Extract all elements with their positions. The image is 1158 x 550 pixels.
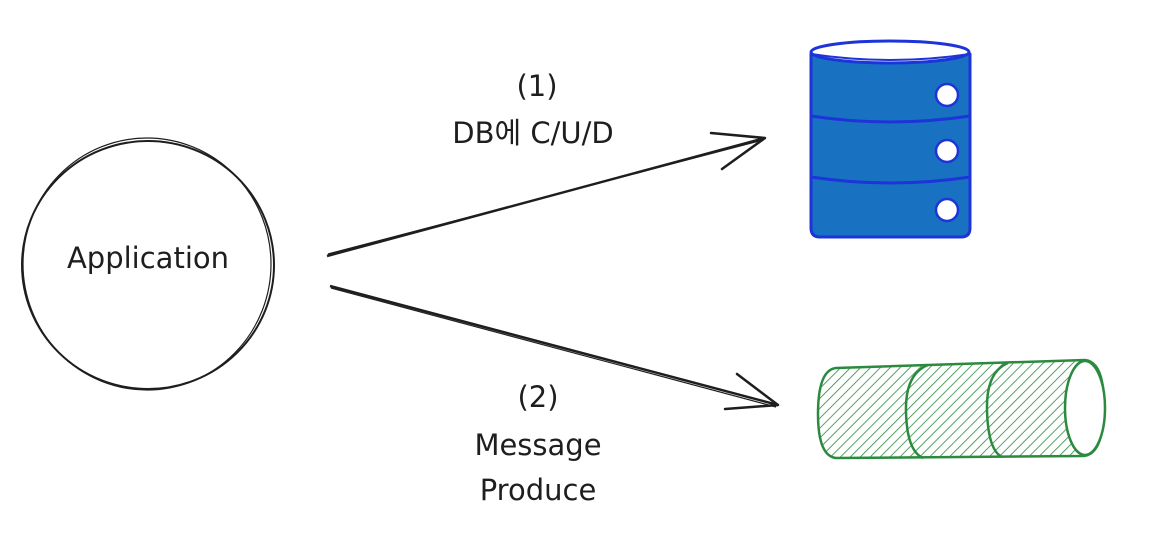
application-label: Application (67, 241, 229, 275)
message-queue-icon (816, 358, 1107, 460)
edge-2-label-line1: Message (474, 428, 601, 462)
arrow-to-database (326, 131, 767, 258)
edge-2-step: (2) (517, 380, 558, 414)
edge-2-label-line2: Produce (480, 473, 597, 507)
arrow-to-queue (329, 284, 780, 411)
database-icon (809, 39, 972, 239)
edge-1-step: (1) (516, 69, 557, 103)
application-node: Application (21, 137, 275, 391)
edge-1-label: DB에 C/U/D (452, 116, 613, 150)
